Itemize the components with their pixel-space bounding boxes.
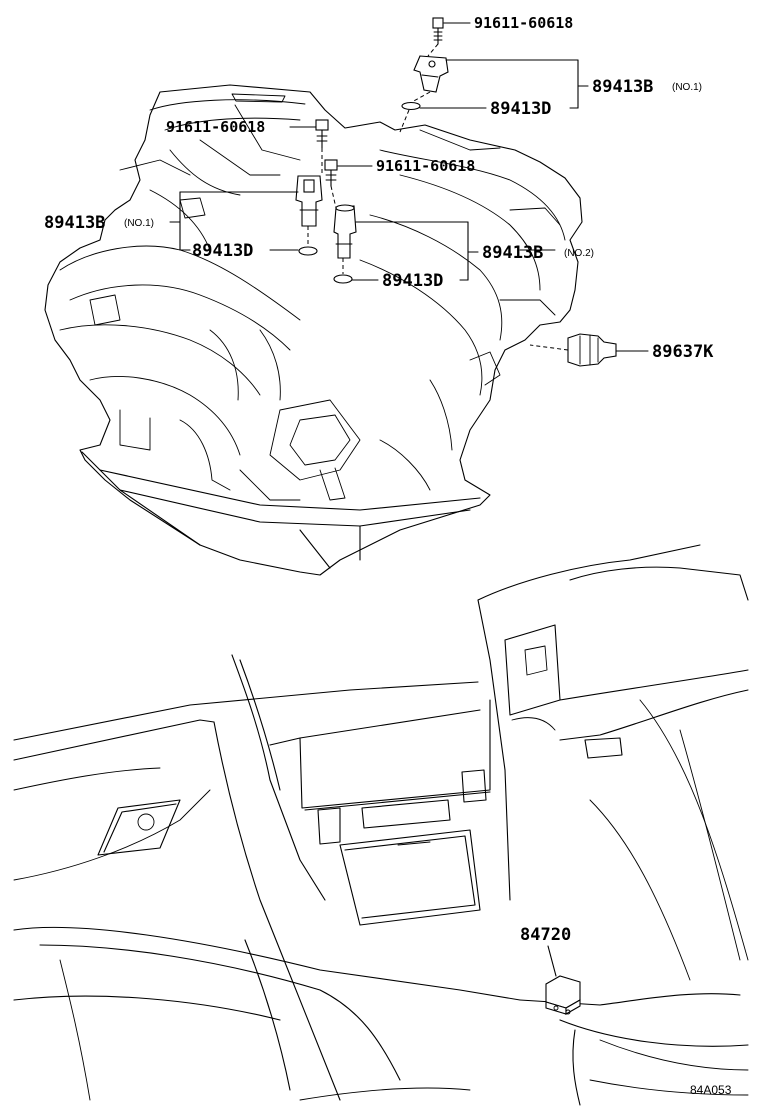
label-oring-mid: 89413D — [382, 271, 443, 291]
label-switch-right: 89637K — [652, 342, 714, 362]
label-bolt-mid: 91611-60618 — [376, 157, 475, 175]
speed-sensor-mid-illustration — [333, 204, 357, 259]
label-console-part: 84720 — [520, 925, 571, 945]
leader-lines — [169, 22, 649, 352]
label-sensor-top: 89413B — [592, 77, 653, 97]
label-bolt-left: 91611-60618 — [166, 118, 265, 136]
label-oring-left: 89413D — [192, 241, 253, 261]
switch-right-illustration — [567, 333, 617, 367]
speed-sensor-left-illustration — [295, 175, 323, 227]
oring-mid-illustration — [333, 274, 353, 284]
interior-cabin-illustration — [13, 544, 749, 1106]
label-sensor-mid-note: (NO.2) — [564, 248, 594, 259]
bolt-top-illustration — [432, 17, 444, 45]
bolt-mid-illustration — [324, 159, 338, 187]
speed-sensor-top-illustration — [413, 55, 449, 93]
label-bolt-top: 91611-60618 — [474, 14, 573, 32]
label-sensor-left: 89413B — [44, 213, 105, 233]
label-sensor-mid: 89413B — [482, 243, 543, 263]
label-sensor-left-note: (NO.1) — [124, 218, 154, 229]
console-switch-illustration — [545, 945, 581, 1015]
label-oring-top: 89413D — [490, 99, 551, 119]
transmission-housing-illustration — [44, 84, 583, 576]
label-sensor-top-note: (NO.1) — [672, 82, 702, 93]
diagram-code: 84A053 — [690, 1083, 732, 1097]
oring-top-illustration — [401, 101, 421, 111]
bolt-left-illustration — [315, 119, 329, 149]
oring-left-illustration — [298, 246, 318, 256]
